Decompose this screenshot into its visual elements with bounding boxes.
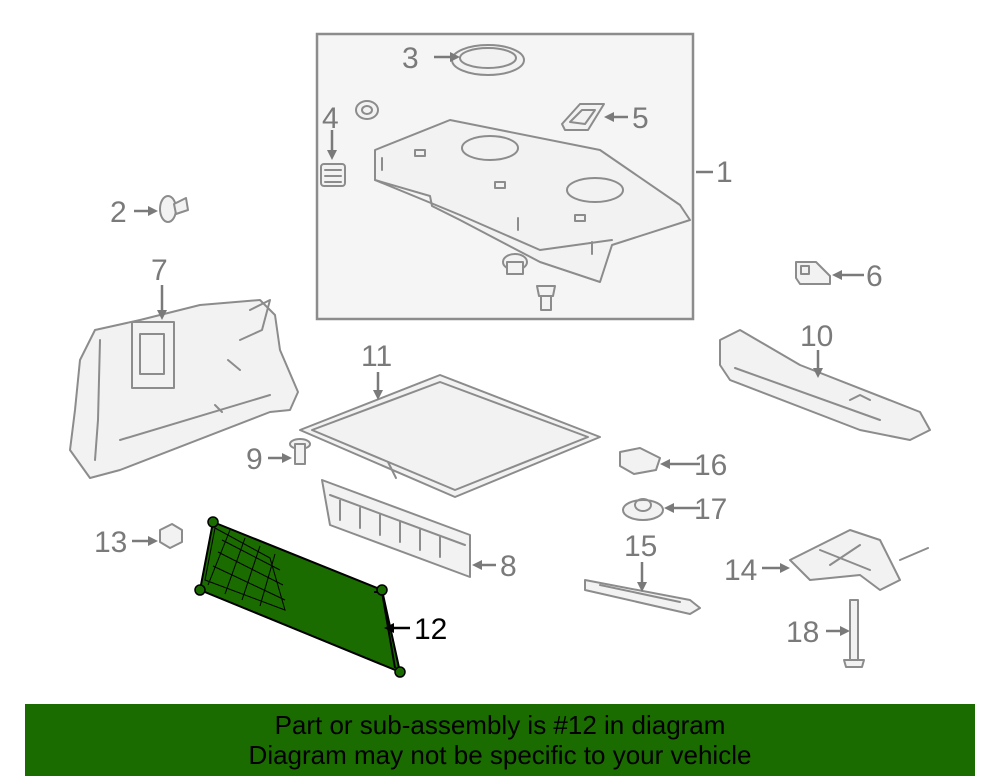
- callout-4: 4: [322, 102, 339, 135]
- leader-arrows: [132, 52, 864, 636]
- callout-18: 18: [786, 616, 819, 649]
- callout-2: 2: [110, 196, 127, 229]
- callout-7: 7: [151, 254, 168, 287]
- callout-16: 16: [694, 449, 727, 482]
- callout-10: 10: [800, 320, 833, 353]
- callout-5: 5: [632, 102, 649, 135]
- part-16-spacer: [619, 447, 661, 475]
- part-8-sill-trim: [321, 479, 471, 578]
- part-5-bezel: [561, 103, 605, 131]
- callout-11: 11: [361, 340, 392, 373]
- part-4-clips: [320, 100, 379, 187]
- part-2-push-pin: [159, 195, 189, 223]
- callout-13: 13: [94, 526, 127, 559]
- part-1-rear-shelf: [374, 119, 691, 283]
- part-6-bracket: [795, 261, 831, 285]
- notice-banner: Part or sub-assembly is #12 in diagram D…: [25, 704, 975, 776]
- notice-line-1: Part or sub-assembly is #12 in diagram: [274, 710, 726, 740]
- part-1-fasteners: [502, 253, 556, 311]
- part-9-push-pin: [289, 438, 311, 465]
- part-11-floor-panel: [299, 374, 601, 498]
- callout-3: 3: [402, 42, 419, 75]
- part-15-jack-handle: [584, 579, 701, 615]
- callout-12: 12: [414, 613, 447, 646]
- callout-17: 17: [694, 493, 727, 526]
- part-7-side-trim: [69, 299, 299, 479]
- callout-15: 15: [624, 530, 657, 563]
- parts-diagram: 1 2 3 4 5 6 7 8 9 10 11 12 13 14 15 16 1…: [69, 32, 931, 678]
- part-14-jack: [789, 529, 929, 591]
- part-18-wrench: [843, 599, 865, 668]
- part-13-nut: [159, 523, 183, 549]
- part-10-sill-plate: [719, 329, 931, 441]
- callout-6: 6: [866, 260, 883, 293]
- notice-line-2: Diagram may not be specific to your vehi…: [248, 740, 752, 770]
- part-17-retainer: [622, 498, 664, 521]
- callout-9: 9: [246, 443, 263, 476]
- callout-8: 8: [500, 550, 517, 583]
- callout-14: 14: [724, 554, 757, 587]
- callout-1: 1: [716, 156, 733, 189]
- part-3-speaker-cover: [451, 44, 525, 76]
- part-12-cargo-net: [194, 516, 406, 678]
